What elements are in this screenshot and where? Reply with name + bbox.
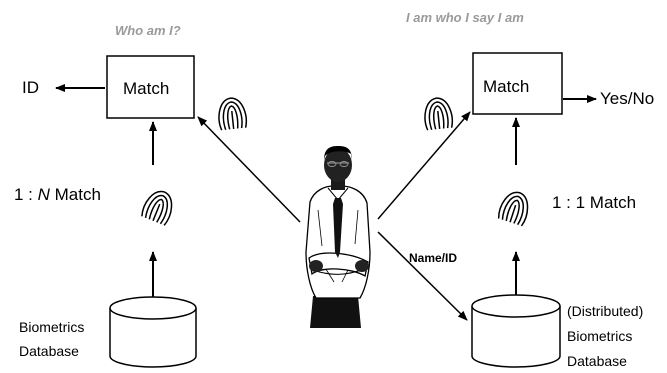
fingerprint-icon (139, 186, 178, 227)
verification-question: I am who I say I am (406, 10, 524, 25)
person-to-verification-arrow (377, 111, 471, 220)
identification-match-box (106, 55, 195, 119)
fingerprint-icon (422, 95, 454, 132)
database-icon (109, 296, 197, 368)
claim-to-database-arrow (377, 231, 468, 321)
claim-label: Name/ID (409, 251, 457, 265)
identification-match-type: 1 : N Match (14, 185, 101, 204)
identification-database-label: Biometrics Database (19, 319, 88, 359)
identification-output-label: ID (22, 78, 39, 97)
verification-database-label: (Distributed) Biometrics Database (567, 303, 647, 369)
verification-match-label: Match (483, 77, 529, 96)
identification-match-label: Match (123, 79, 169, 98)
verification-match-type: 1 : 1 Match (552, 193, 636, 212)
person-icon (305, 146, 371, 328)
person-to-identification-arrow (197, 116, 301, 223)
fingerprint-icon (496, 187, 534, 228)
fingerprint-icon (216, 95, 248, 132)
database-icon (471, 294, 561, 368)
verification-match-box (472, 52, 563, 115)
verification-output-label: Yes/No (600, 89, 654, 108)
identification-question: Who am I? (115, 23, 181, 38)
